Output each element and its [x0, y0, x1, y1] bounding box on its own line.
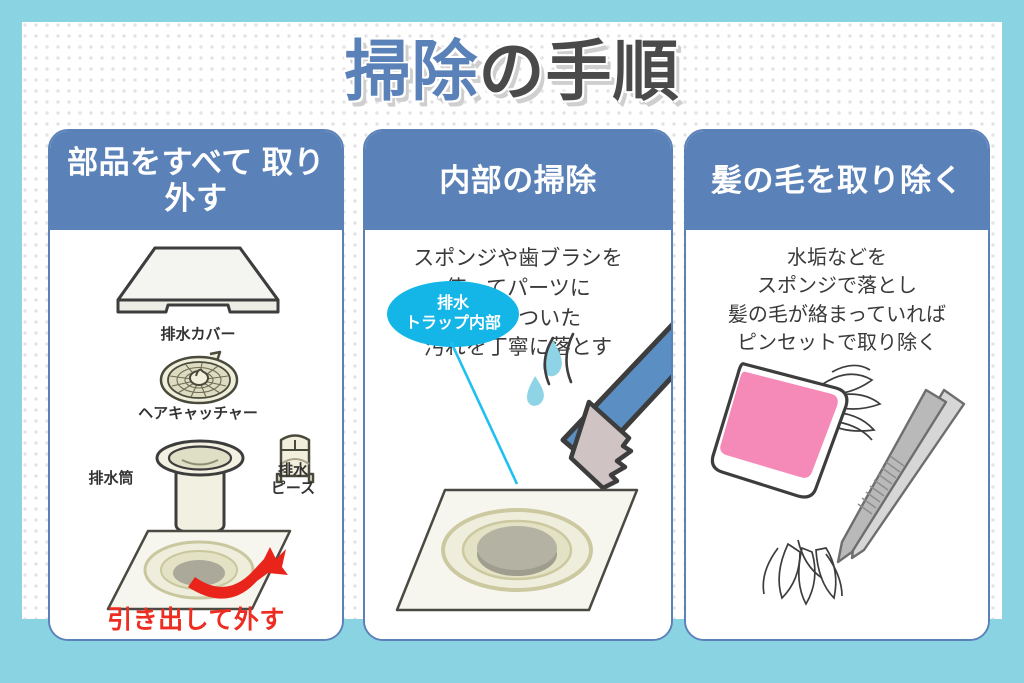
panel-header-2: 内部の掃除 — [365, 131, 671, 230]
callout-leader-line — [449, 342, 519, 485]
panel-header-1: 部品をすべて 取り外す — [50, 131, 342, 230]
panel-3-description: 水垢などを スポンジで落とし 髪の毛が絡まっていれば ピンセットで取り除く — [727, 247, 947, 355]
toothbrush-illustration — [560, 322, 671, 491]
panel-body-3: 水垢などを スポンジで落とし 髪の毛が絡まっていれば ピンセットで取り除く — [686, 230, 988, 639]
label-drain-piece: 排水 ピース — [270, 462, 316, 497]
floor-drain-illustration-2 — [395, 488, 639, 612]
page-title: 掃除の手順 — [22, 38, 1002, 104]
step-panel-remove-hair: 髪の毛を取り除く 水垢などを スポンジで落とし 髪の毛が絡まっていれば ピンセッ… — [684, 129, 990, 641]
dotted-content-area: 掃除の手順 部品をすべて 取り外す 排水カバー — [22, 22, 1002, 641]
water-droplets — [526, 340, 562, 406]
step-panel-interior-cleaning: 内部の掃除 スポンジや歯ブラシを 使ってパーツに こびりついた 汚れを丁寧に落と… — [363, 129, 673, 641]
motion-lines — [543, 332, 575, 386]
callout-drain-trap-interior: 排水 トラップ内部 — [387, 281, 519, 347]
drain-cover-illustration — [116, 246, 280, 314]
tweezers-illustration — [836, 388, 966, 564]
label-pull-out-remove: 引き出して外す — [107, 606, 285, 634]
drain-piece-illustration — [275, 434, 315, 484]
hair-catcher-illustration — [159, 350, 239, 405]
title-gray-part: の手順 — [478, 34, 680, 108]
panel-header-3: 髪の毛を取り除く — [686, 131, 988, 230]
panel-body-1: 排水カバー ヘアキャッチャー — [50, 230, 342, 639]
label-drain-cover: 排水カバー — [160, 326, 236, 343]
label-drain-pipe: 排水筒 — [88, 470, 134, 487]
label-hair-catcher: ヘアキャッチャー — [138, 405, 258, 422]
drain-pipe-illustration — [155, 439, 245, 535]
panel-body-2: スポンジや歯ブラシを 使ってパーツに こびりついた 汚れを丁寧に落とす 排水 ト… — [365, 230, 671, 639]
floor-drain-with-arrow-illustration — [106, 529, 292, 611]
title-blue-part: 掃除 — [344, 34, 479, 108]
sponge-illustration — [710, 362, 849, 499]
step-panel-remove-parts: 部品をすべて 取り外す 排水カバー — [48, 129, 344, 641]
